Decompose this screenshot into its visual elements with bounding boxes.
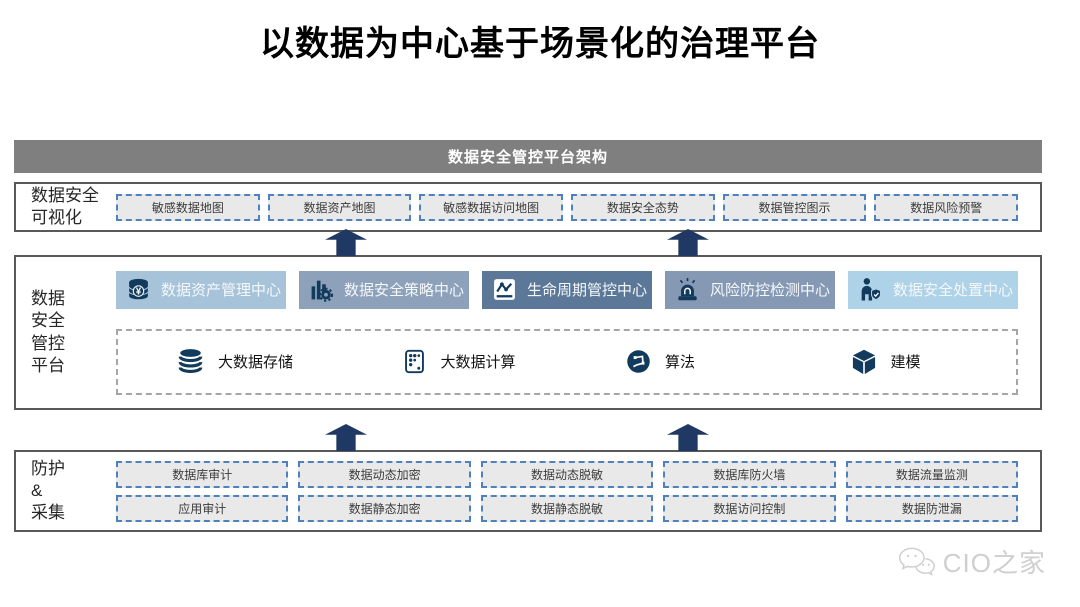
protect-box-dynamic-masking: 数据动态脱敏 <box>480 460 654 488</box>
protect-box-application-audit: 应用审计 <box>116 494 289 522</box>
section-label-platform: 数据 安全 管控 平台 <box>31 289 65 375</box>
diagram-header: 数据安全管控平台架构 <box>14 140 1042 173</box>
protect-box-database-audit: 数据库审计 <box>116 460 289 488</box>
modeling-cube-icon <box>850 348 878 376</box>
protection-row-2: 应用审计 数据静态加密 数据静态脱敏 数据访问控制 数据防泄漏 <box>116 494 1019 522</box>
viz-box-sensitive-access-map: 敏感数据访问地图 <box>419 193 564 221</box>
section-label-protection: 防护 & 采集 <box>31 458 65 523</box>
protection-row-1: 数据库审计 数据动态加密 数据动态脱敏 数据库防火墙 数据流量监测 <box>116 460 1019 488</box>
lifecycle-line-chart-icon <box>492 277 517 302</box>
viz-box-sensitive-data-map: 敏感数据地图 <box>116 193 260 221</box>
section-protection-collection: 防护 & 采集 数据库审计 数据动态加密 数据动态脱敏 数据库防火墙 数据流量监… <box>14 450 1042 532</box>
up-arrow-icon <box>325 424 367 451</box>
arrow-gap-bottom <box>14 410 1042 451</box>
protect-box-data-leak-prevention: 数据防泄漏 <box>845 494 1019 522</box>
viz-box-security-posture: 数据安全态势 <box>571 193 715 221</box>
svg-text:¥: ¥ <box>136 287 142 298</box>
viz-box-data-asset-map: 数据资产地图 <box>267 193 412 221</box>
up-arrow-icon <box>667 424 709 451</box>
up-arrow-icon <box>667 229 709 256</box>
center-data-security-policy: 数据安全策略中心 <box>299 270 469 309</box>
viz-box-risk-warning: 数据风险预警 <box>874 193 1019 221</box>
architecture-diagram: 数据安全管控平台架构 数据安全 可视化 敏感数据地图 数据资产地图 敏感数据访问… <box>14 140 1042 532</box>
data-asset-coins-icon: ¥ <box>126 277 151 302</box>
platform-capabilities-box: 大数据存储 <box>116 328 1018 395</box>
section-data-security-platform: 数据 安全 管控 平台 ¥ <box>14 255 1042 410</box>
capability-algorithm: 算法 <box>567 348 792 375</box>
platform-centers-row: ¥ 数据资产管理中心 <box>116 270 1018 309</box>
risk-siren-icon <box>675 277 700 302</box>
capability-modeling: 建模 <box>792 348 1017 376</box>
section-label-visualization: 数据安全 可视化 <box>31 185 99 227</box>
capability-big-data-compute: 大数据计算 <box>343 348 568 375</box>
person-shield-icon <box>858 277 883 302</box>
protect-box-access-control: 数据访问控制 <box>663 494 836 522</box>
capability-big-data-storage: 大数据存储 <box>118 347 343 376</box>
viz-box-governance-illustration: 数据管控图示 <box>722 193 867 221</box>
big-data-storage-icon <box>176 347 205 376</box>
diagram-header-title: 数据安全管控平台架构 <box>447 149 608 166</box>
protect-box-static-encryption: 数据静态加密 <box>298 494 471 522</box>
center-lifecycle-management: 生命周期管控中心 <box>482 270 652 309</box>
visualization-boxes: 敏感数据地图 数据资产地图 敏感数据访问地图 数据安全态势 数据管控图示 数据风… <box>116 193 1019 221</box>
wechat-icon <box>898 547 936 577</box>
policy-chart-gear-icon <box>309 277 334 302</box>
protect-box-dynamic-encryption: 数据动态加密 <box>298 460 471 488</box>
page-title: 以数据为中心基于场景化的治理平台 <box>260 25 820 63</box>
section-data-security-visualization: 数据安全 可视化 敏感数据地图 数据资产地图 敏感数据访问地图 数据安全态势 数… <box>14 182 1042 232</box>
protect-box-traffic-monitoring: 数据流量监测 <box>845 460 1019 488</box>
protect-box-static-masking: 数据静态脱敏 <box>480 494 654 522</box>
watermark: CIO之家 <box>898 543 1046 580</box>
protect-box-database-firewall: 数据库防火墙 <box>663 460 836 488</box>
center-data-security-disposal: 数据安全处置中心 <box>848 270 1018 309</box>
arrow-gap-top <box>14 229 1042 256</box>
big-data-compute-icon <box>401 348 428 375</box>
platform-content: ¥ 数据资产管理中心 <box>116 270 1018 395</box>
up-arrow-icon <box>325 229 367 256</box>
center-risk-detection: 风险防控检测中心 <box>665 270 835 309</box>
watermark-text: CIO之家 <box>942 548 1046 578</box>
protection-boxes: 数据库审计 数据动态加密 数据动态脱敏 数据库防火墙 数据流量监测 应用审计 数… <box>116 460 1019 522</box>
center-data-asset-management: ¥ 数据资产管理中心 <box>116 270 286 309</box>
algorithm-icon <box>625 348 652 375</box>
